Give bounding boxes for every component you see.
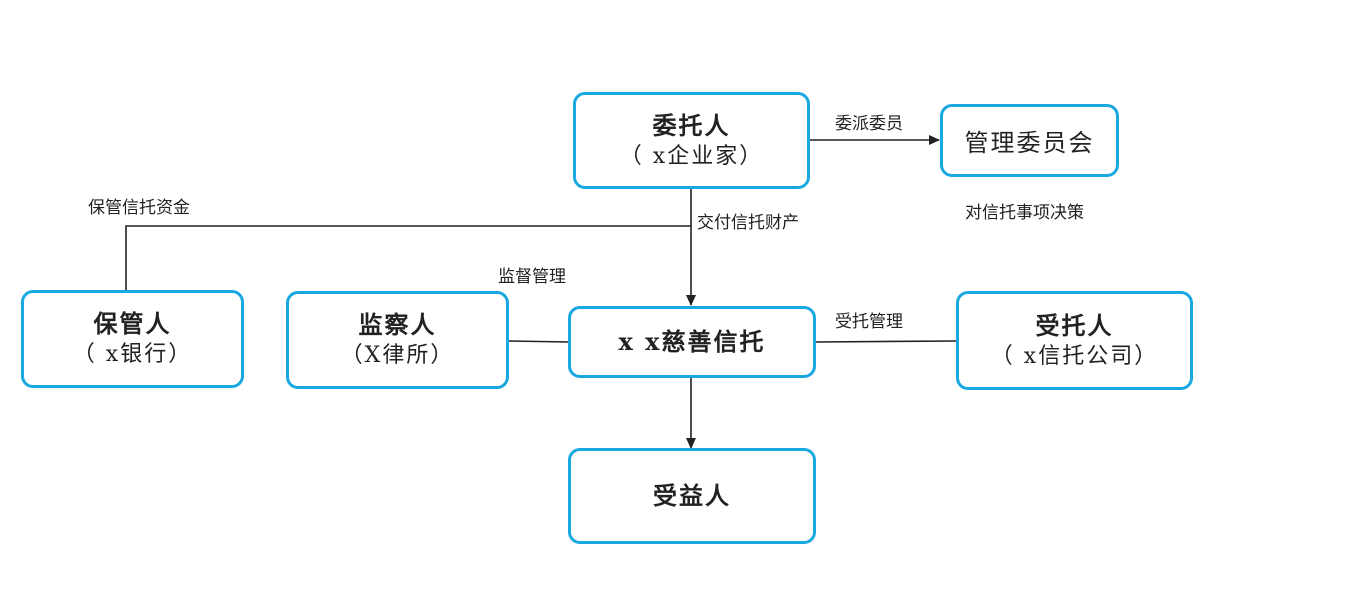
committee-box: 管理委员会 <box>940 104 1119 177</box>
supervisor-title: 监察人 <box>358 310 437 339</box>
beneficiary-box: 受益人 <box>568 448 816 544</box>
label-custody: 保管信托资金 <box>88 198 190 218</box>
trustee-subtitle: （ x信托公司） <box>990 343 1159 369</box>
label-decide: 对信托事项决策 <box>965 203 1084 223</box>
trustee-title: 受托人 <box>1035 310 1114 340</box>
settlor-box: 委托人 （ x企业家） <box>573 92 810 189</box>
supervisor-box: 监察人 （X律所） <box>286 291 509 389</box>
trust-box: x x慈善信托 <box>568 306 816 378</box>
label-appoint: 委派委员 <box>835 114 903 134</box>
committee-title: 管理委员会 <box>964 129 1095 157</box>
label-manage: 受托管理 <box>835 312 903 332</box>
trustee-box: 受托人 （ x信托公司） <box>956 291 1193 390</box>
edge-supervisor-to-trust <box>508 340 570 343</box>
settlor-subtitle: （ x企业家） <box>619 143 764 169</box>
edge-custody-line <box>125 225 691 291</box>
custodian-subtitle: （ x银行） <box>72 342 193 367</box>
beneficiary-title: 受益人 <box>653 481 731 510</box>
settlor-title: 委托人 <box>652 110 731 140</box>
edge-trust-to-trustee <box>814 340 958 343</box>
custodian-title: 保管人 <box>93 309 172 338</box>
trust-title: x x慈善信托 <box>618 327 766 356</box>
custodian-box: 保管人 （ x银行） <box>21 290 244 388</box>
label-deliver: 交付信托财产 <box>697 213 799 233</box>
label-supervise: 监督管理 <box>498 267 566 287</box>
supervisor-subtitle: （X律所） <box>340 343 455 368</box>
